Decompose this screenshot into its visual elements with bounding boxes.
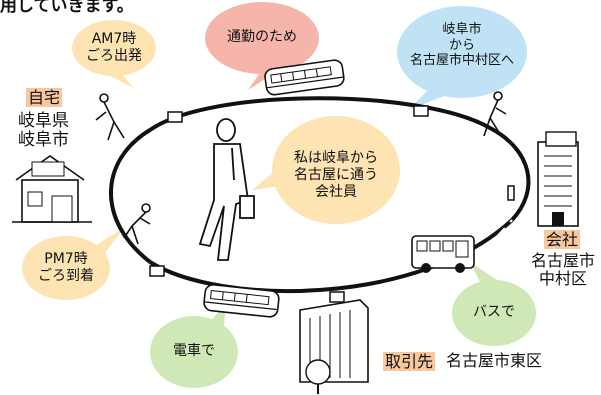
office-building-icon [537, 131, 579, 227]
self-intro-line-2: 名古屋に通う [294, 166, 378, 183]
house-icon [12, 155, 92, 223]
am-time-label: AM7時 [91, 31, 137, 47]
route-destination: 名古屋市中村区へ [409, 53, 514, 69]
bus-icon [411, 235, 475, 273]
bubble-pm-arrival [22, 228, 124, 300]
pm-arrival-label: ごろ到着 [38, 267, 94, 284]
bubble-am-departure [72, 20, 156, 88]
header-text: 用していきます。 [0, 0, 134, 16]
walking-person-icon [95, 93, 125, 141]
home-prefecture: 岐阜県 [18, 111, 69, 131]
bubble-self-intro-text: 私は岐阜から 名古屋に通う 会社員 [272, 150, 400, 200]
pm-time-label: PM7時 [44, 251, 88, 267]
walking-person-icon [123, 203, 151, 245]
office-city: 名古屋市 [530, 251, 595, 270]
home-tag: 自宅 [26, 88, 63, 108]
train-icon [264, 59, 345, 96]
self-intro-line-1: 私は岐阜から [294, 150, 378, 166]
businessman-icon [198, 118, 255, 261]
train-icon [203, 283, 280, 318]
bubble-route-text: 岐阜市 から 名古屋市中村区へ [397, 22, 527, 69]
route-origin: 岐阜市 [442, 22, 482, 37]
commute-route-loop [109, 96, 531, 303]
bubble-commute-purpose-text: 通勤のため [227, 29, 297, 45]
client-tag: 取引先 [383, 352, 436, 372]
home-city: 岐阜市 [18, 129, 69, 150]
client-location: 名古屋市東区 [446, 351, 543, 370]
bubble-by-train-text: 電車で [173, 343, 215, 359]
bubble-by-bus-text: バスで [473, 304, 515, 320]
client-building-icon [299, 299, 369, 394]
am-departure-label: ごろ出発 [86, 47, 142, 64]
office-ward: 中村区 [538, 268, 587, 288]
home-location: 岐阜県 岐阜市 [18, 112, 69, 149]
walking-person-icon [483, 91, 507, 137]
bubble-self-intro [252, 116, 400, 224]
bubble-am-departure-text: AM7時 ごろ出発 [72, 31, 156, 65]
self-intro-line-3: 会社員 [315, 183, 357, 200]
route-from: から [448, 37, 475, 53]
bubble-pm-arrival-text: PM7時 ごろ到着 [22, 251, 110, 285]
office-tag: 会社 [544, 230, 581, 250]
bubble-by-bus [452, 262, 536, 346]
office-location: 名古屋市 中村区 [527, 252, 599, 287]
